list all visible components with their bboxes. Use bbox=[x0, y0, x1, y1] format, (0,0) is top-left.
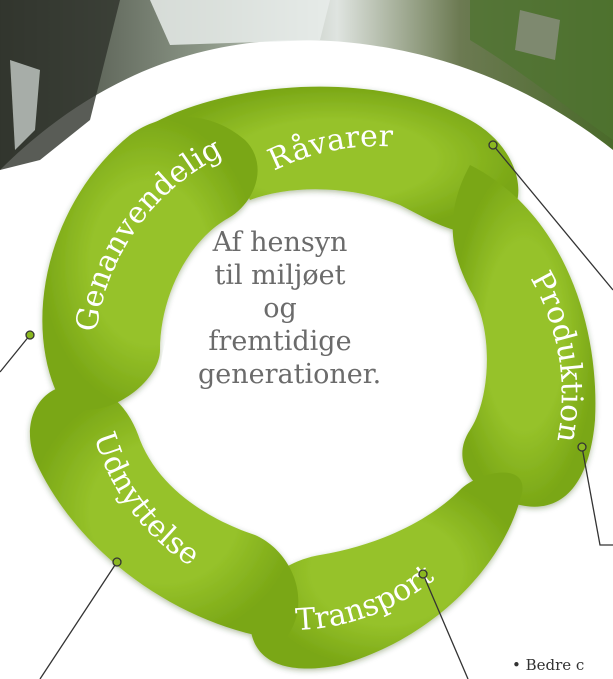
segment-transport bbox=[250, 472, 523, 669]
segment-udnyttelse bbox=[29, 385, 299, 640]
cycle-ring bbox=[29, 86, 596, 669]
center-caption: Af hensyn til miljøet og fremtidige gene… bbox=[198, 227, 382, 390]
callout-transport bbox=[418, 569, 469, 679]
segment-genanvendelig bbox=[42, 116, 258, 410]
callout-raavarer bbox=[488, 140, 613, 291]
segment-raavarer bbox=[150, 86, 519, 233]
center-circle bbox=[160, 240, 440, 520]
callout-udnyttelse bbox=[39, 557, 122, 679]
background-photo bbox=[0, 0, 613, 170]
callout-produktion bbox=[577, 442, 613, 546]
footer-bullet-text: • Bedre c bbox=[512, 656, 585, 674]
callout-genanvendelig bbox=[0, 330, 35, 373]
segment-produktion bbox=[452, 165, 596, 507]
